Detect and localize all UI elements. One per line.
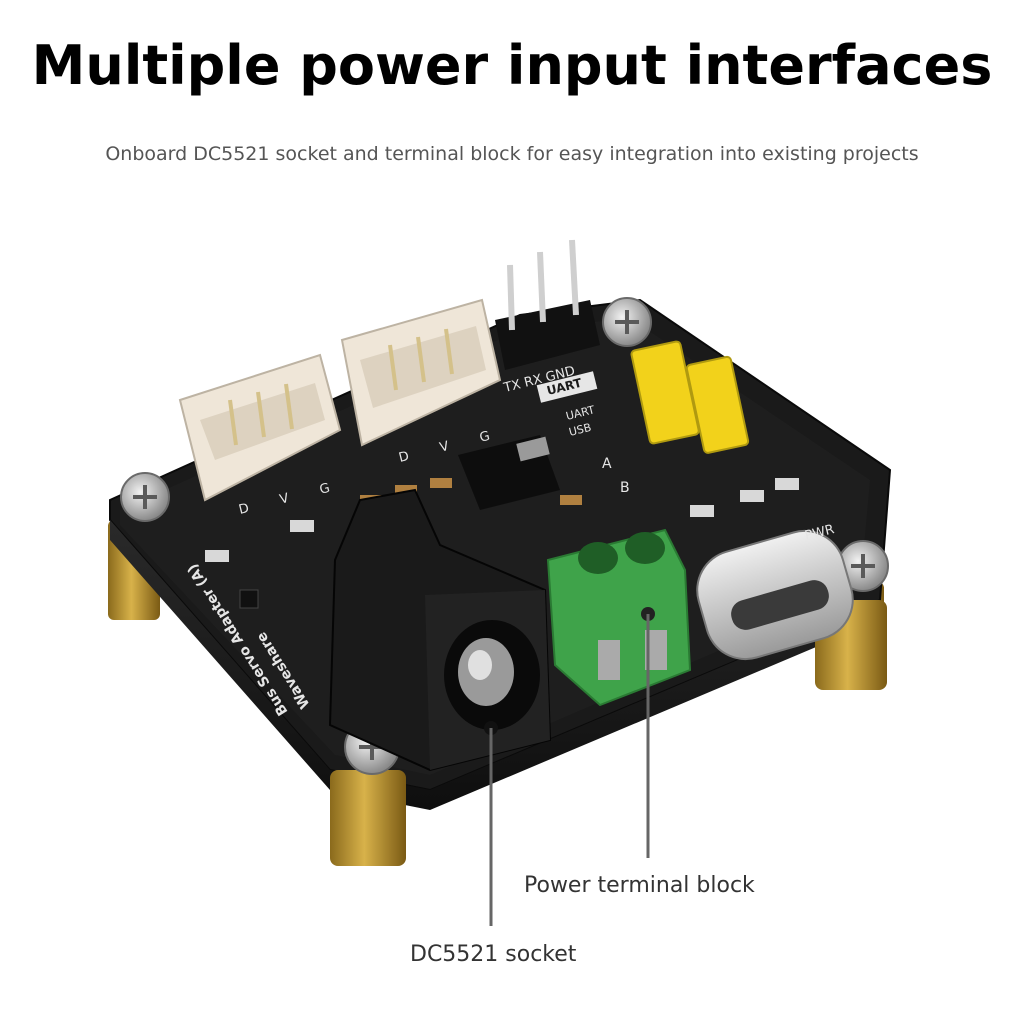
usb-c-port	[696, 529, 854, 661]
power-terminal-block	[546, 528, 692, 707]
callout-socket-line	[484, 721, 498, 926]
standoff-front-left	[330, 770, 406, 866]
uart-header-pins	[495, 239, 600, 370]
dc5521-socket	[328, 488, 552, 772]
silk-jumper-b: B	[620, 480, 630, 496]
servo-connector-right	[340, 298, 502, 447]
page-title: Multiple power input interfaces	[31, 34, 993, 97]
servo-connector-left	[178, 353, 342, 502]
jumper-caps	[630, 340, 750, 454]
callout-terminal-line	[641, 607, 655, 858]
silk-jumper-a: A	[602, 456, 612, 472]
screw-back-left	[120, 472, 170, 522]
silk-pwr: PWR	[803, 522, 835, 544]
voltage-regulator	[458, 435, 560, 510]
callout-terminal-label: Power terminal block	[524, 873, 755, 898]
silk-usb-row: USB	[568, 421, 593, 439]
screw-back-right	[602, 297, 652, 347]
callout-socket-label: DC5521 socket	[410, 942, 577, 967]
page-subtitle: Onboard DC5521 socket and terminal block…	[105, 143, 919, 165]
